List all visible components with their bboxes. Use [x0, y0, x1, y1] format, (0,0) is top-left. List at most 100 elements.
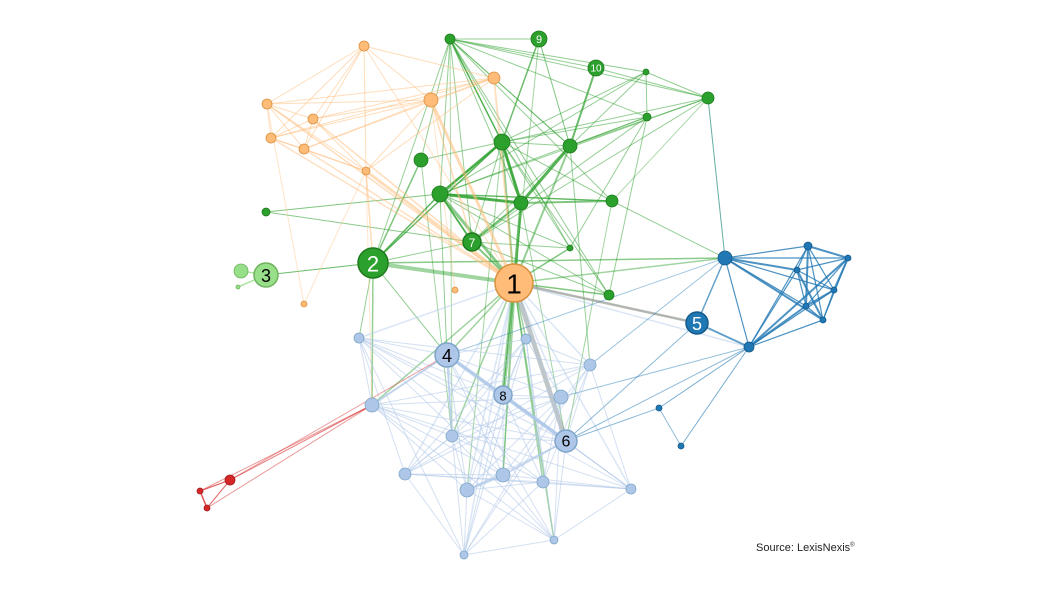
source-text: Source: LexisNexis	[756, 542, 851, 554]
network-node	[265, 132, 277, 144]
network-node	[803, 241, 813, 251]
network-edge	[439, 38, 451, 195]
network-edge	[513, 281, 698, 325]
network-node	[495, 467, 511, 483]
network-node	[353, 332, 365, 344]
network-edge	[266, 103, 314, 120]
network-edge	[724, 245, 809, 259]
network-node	[203, 504, 211, 512]
network-edge	[500, 141, 523, 204]
network-edge	[707, 97, 726, 259]
network-edge	[358, 337, 632, 490]
network-edge	[365, 170, 373, 406]
registered-mark: ®	[850, 542, 855, 549]
network-edge	[404, 396, 562, 475]
network-edge	[404, 282, 515, 475]
network-edge	[266, 45, 365, 105]
network-edge	[807, 245, 824, 321]
network-edge	[372, 38, 451, 264]
network-edge	[270, 118, 314, 139]
network-edge	[658, 346, 750, 409]
network-edge	[519, 145, 572, 204]
network-edge	[466, 141, 503, 491]
network-edge	[429, 99, 516, 284]
network-edge	[371, 404, 504, 476]
network-edge	[451, 435, 465, 556]
network-node	[583, 358, 597, 372]
network-edge	[266, 99, 432, 105]
network-edge	[611, 97, 709, 202]
network-edge	[502, 440, 567, 476]
network-node	[655, 404, 663, 412]
node-layer	[196, 30, 852, 560]
network-edge	[466, 489, 555, 541]
network-edge	[569, 145, 591, 366]
network-edge	[451, 435, 567, 442]
network-node	[793, 266, 801, 274]
network-edge	[724, 257, 824, 321]
network-edge	[525, 338, 562, 398]
network-edge	[565, 440, 632, 490]
network-edge	[363, 45, 495, 79]
network-node	[743, 341, 755, 353]
network-edge	[449, 38, 571, 147]
network-edge	[363, 45, 515, 284]
network-edge	[358, 337, 406, 475]
network-edge	[542, 481, 632, 490]
network-edge	[796, 269, 824, 321]
network-edge	[513, 282, 544, 483]
network-edge	[404, 473, 504, 476]
network-edge	[471, 202, 522, 243]
network-node	[434, 342, 460, 368]
network-edge	[446, 354, 468, 491]
network-edge	[466, 338, 527, 491]
network-edge	[312, 45, 365, 120]
network-edge	[513, 282, 750, 348]
network-edge	[372, 257, 726, 264]
network-edge	[371, 404, 632, 490]
network-node	[554, 429, 578, 453]
network-node	[462, 232, 482, 252]
network-edge	[303, 170, 367, 305]
network-edge	[266, 77, 495, 105]
network-edge	[266, 103, 515, 284]
network-edge	[502, 364, 591, 396]
network-edge	[439, 193, 613, 202]
network-node	[802, 302, 810, 310]
network-edge	[748, 319, 824, 348]
network-edge	[542, 396, 562, 483]
network-edge	[446, 257, 726, 356]
network-edge	[371, 404, 555, 541]
network-edge	[365, 77, 495, 172]
network-edge	[645, 71, 709, 99]
network-edge	[439, 193, 448, 356]
network-edge	[446, 354, 562, 398]
network-edge	[446, 354, 453, 437]
network-node	[253, 262, 279, 288]
network-edge	[372, 159, 422, 264]
network-node	[717, 250, 733, 266]
network-edge	[404, 338, 527, 475]
network-edge	[502, 474, 555, 541]
network-edge	[502, 394, 544, 483]
network-node	[431, 185, 449, 203]
network-edge	[501, 141, 571, 249]
network-edge	[206, 404, 373, 509]
network-edge	[565, 407, 660, 442]
network-edge	[748, 269, 798, 348]
network-edge	[371, 262, 374, 406]
network-edge	[312, 99, 432, 120]
network-node	[642, 112, 652, 122]
network-edge	[371, 364, 591, 406]
network-node	[261, 98, 273, 110]
network-edge	[312, 118, 367, 172]
network-node	[487, 71, 501, 85]
network-node	[493, 133, 511, 151]
network-node	[364, 397, 380, 413]
network-edge	[229, 404, 373, 481]
network-edge	[501, 71, 647, 143]
network-edge	[542, 364, 591, 483]
network-node	[235, 284, 241, 290]
network-node	[413, 152, 429, 168]
